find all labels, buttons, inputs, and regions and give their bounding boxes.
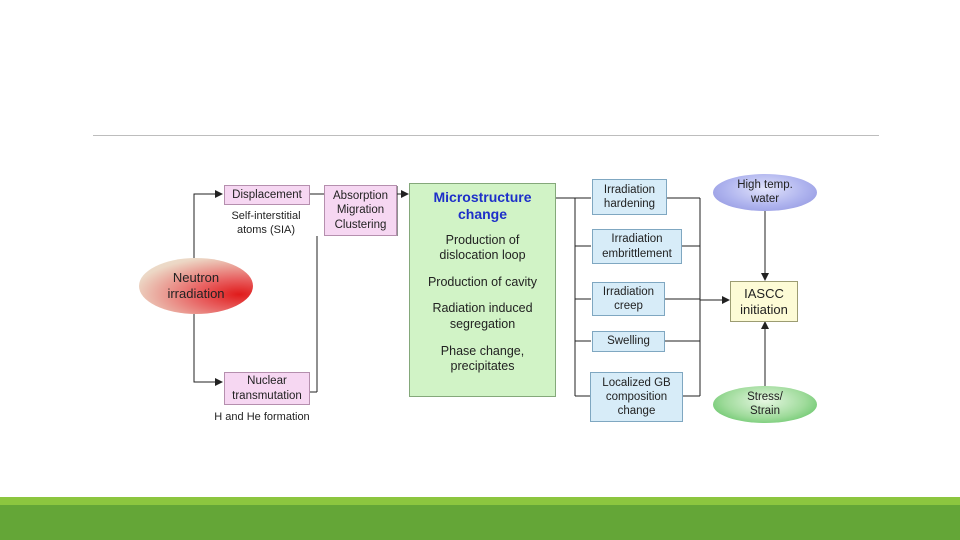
neutron-line-1: Neutron [172,270,220,286]
title-divider [93,135,879,136]
stress-line-1: Stress/ [747,390,783,403]
effect-irradiation-embrittlement: Irradiation embrittlement [592,229,682,264]
embrittlement-line-1: Irradiation [611,233,663,246]
high-temp-water-ellipse: High temp. water [713,174,817,211]
absorption-box: Absorption Migration Clustering [324,185,397,236]
phase-line-2: precipitates [450,359,515,374]
absorption-line-1: Absorption [333,190,388,203]
dislocation-line-2: dislocation loop [439,248,526,263]
segregation-line-1: Radiation induced [432,301,533,316]
creep-line-1: Irradiation [602,285,655,298]
creep-line-2: creep [614,300,643,312]
absorption-line-2: Migration [336,204,385,217]
gb-line-1: Localized GB [602,376,671,389]
cavity-line-1: Production of cavity [427,274,538,289]
stress-line-2: Strain [749,404,781,417]
dislocation-line-1: Production of [445,232,520,247]
sia-line-1: Self-interstitial [231,210,301,222]
gb-line-2: composition [605,390,668,403]
sia-line-2: atoms (SIA) [236,223,296,236]
footer-accent-bar [0,497,960,505]
nuclear-line-1: Nuclear [247,375,287,388]
segregation-line-2: segregation [449,317,516,332]
stress-strain-ellipse: Stress/ Strain [713,386,817,423]
embrittlement-line-2: embrittlement [602,247,672,260]
sia-label: Self-interstitial atoms (SIA) [220,210,312,238]
swelling-line-1: Swelling [607,335,650,348]
neutron-line-2: irradiation [167,286,225,301]
effect-localized-gb-composition: Localized GB composition change [590,372,683,422]
absorption-line-3: Clustering [334,218,387,231]
phase-line-1: Phase change, [440,343,525,358]
microstructure-box: Microstructure change Production of disl… [409,183,556,397]
microstructure-title: Microstructure change [433,189,531,223]
dislocation-loop-item: Production of dislocation loop [439,233,525,264]
gb-line-3: change [617,405,656,417]
high-temp-line-2: water [750,192,780,205]
effect-irradiation-hardening: Irradiation hardening [592,179,667,215]
microstructure-title-line-2: change [457,205,507,222]
iascc-line-1: IASCC [744,285,784,301]
neutron-irradiation-ellipse: Neutron irradiation [139,258,253,314]
displacement-label: Displacement [232,188,302,201]
hardening-line-1: Irradiation [603,183,656,196]
footer-bar [0,505,960,540]
microstructure-title-line-1: Microstructure [433,189,532,205]
high-temp-line-1: High temp. [737,178,793,191]
segregation-item: Radiation induced segregation [432,301,532,332]
displacement-box: Displacement [224,185,310,205]
phase-change-item: Phase change, precipitates [441,344,524,375]
iascc-initiation-box: IASCC initiation [730,281,798,322]
hardening-line-2: hardening [603,198,656,210]
effect-irradiation-creep: Irradiation creep [592,282,665,316]
iascc-line-2: initiation [740,301,788,317]
cavity-item: Production of cavity [428,275,537,291]
effect-swelling: Swelling [592,331,665,352]
nuclear-line-2: transmutation [232,389,302,402]
he-formation-label: H and He formation [214,411,310,423]
nuclear-transmutation-box: Nuclear transmutation [224,372,310,405]
